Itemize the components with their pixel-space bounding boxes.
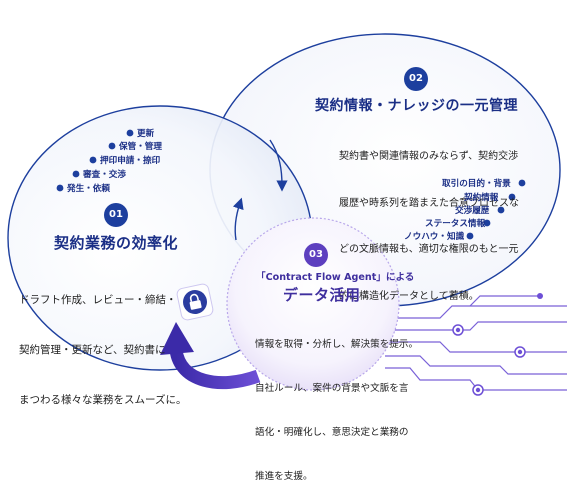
- section3-body: 情報を取得・分析し、解決策を提示。 自社ルール、案件の背景や文脈を言 語化・明確…: [255, 309, 418, 499]
- diagram-canvas: [7, 33, 567, 396]
- section1-body-line: 契約管理・更新など、契約書に: [19, 343, 166, 356]
- section1-title: 契約業務の効率化: [54, 234, 179, 252]
- section2-tag: 取引の目的・背景: [442, 179, 511, 189]
- section3-body-line: 情報を取得・分析し、解決策を提示。: [255, 339, 419, 351]
- efficiency-tag-dots: [56, 129, 134, 192]
- section2-tag: ステータス情報: [425, 219, 486, 229]
- agent-feedback-arrowhead: [160, 322, 194, 355]
- section1-tag: 審査・交渉: [83, 170, 126, 180]
- section1-tag: 更新: [137, 129, 155, 139]
- circuit-nodes: [452, 293, 543, 396]
- section1-body-line: まつわる様々な業務をスムーズに。: [19, 394, 187, 407]
- section1-body: ドラフト作成、レビュー・締結・ 契約管理・更新など、契約書に まつわる様々な業務…: [19, 258, 186, 426]
- section3-body-line: 推進を支援。: [255, 470, 313, 482]
- section2-body-line: どの文脈情報も、適切な権限のもと一元: [339, 244, 519, 255]
- section2-tag: 交渉履歴: [455, 206, 490, 216]
- flow-arrow-up: [232, 197, 244, 241]
- section2-body-line: 的に構造化データとして蓄積。: [339, 290, 479, 302]
- section2-body-line: 契約書や関連情報のみならず、契約交渉: [339, 151, 519, 162]
- section1-tag: 押印申請・捺印: [100, 156, 161, 166]
- section1-body-line: ドラフト作成、レビュー・締結・: [19, 293, 177, 306]
- section2-tag: ノウハウ・知識: [404, 232, 465, 242]
- section2-title: 契約情報・ナレッジの一元管理: [315, 98, 518, 114]
- section1-tag: 発生・依頼: [67, 184, 110, 194]
- section3-number-badge: 03: [304, 243, 328, 267]
- section2-tag: 契約情報: [464, 193, 499, 203]
- section1-number-badge: 01: [104, 203, 128, 227]
- flow-arrow-down: [269, 139, 288, 192]
- section1-tag: 保管・管理: [119, 142, 162, 152]
- section3-title: データ活用: [283, 286, 361, 304]
- circuit-lines: [385, 295, 567, 391]
- section2-number-badge: 02: [404, 67, 428, 91]
- knowledge-tag-dots: [466, 179, 526, 240]
- agent-circle: [226, 217, 400, 391]
- section3-body-line: 語化・明確化し、意思決定と業務の: [255, 426, 409, 438]
- agent-feedback-arrow: [169, 348, 261, 390]
- section2-body-line: 履歴や時系列を踏まえた合意プロセスな: [339, 197, 519, 209]
- section3-subtitle: 「Contract Flow Agent」による: [256, 272, 415, 283]
- section2-body: 契約書や関連情報のみならず、契約交渉 履歴や時系列を踏まえた合意プロセスな どの…: [339, 118, 519, 320]
- section3-body-line: 自社ルール、案件の背景や文脈を言: [255, 382, 409, 394]
- lock-icon: [176, 283, 214, 321]
